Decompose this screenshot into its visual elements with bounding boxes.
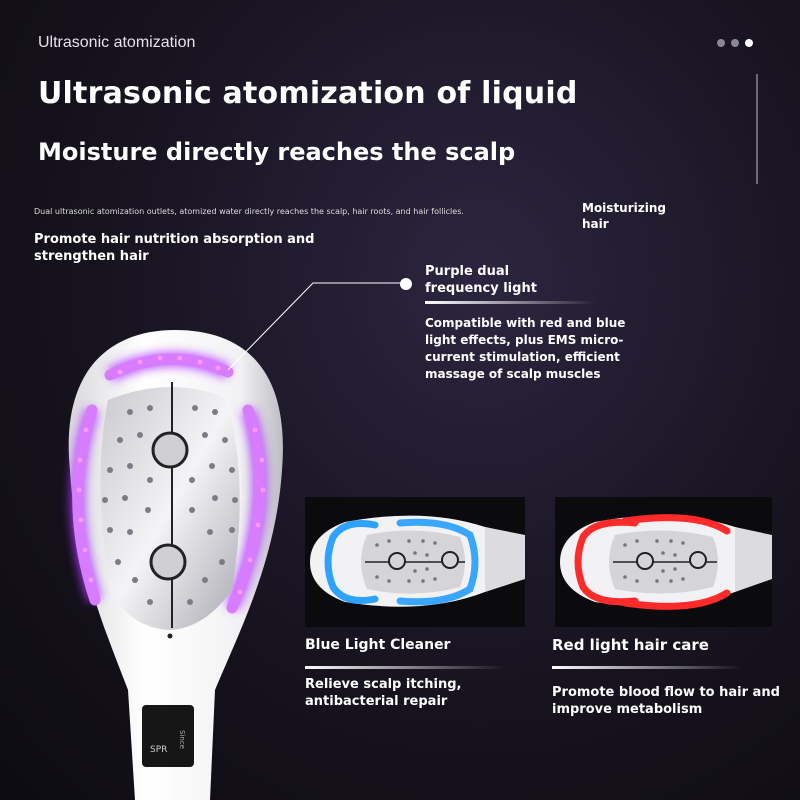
- atomization-description: Dual ultrasonic atomization outlets, ato…: [34, 207, 464, 216]
- display-label: SPR: [150, 745, 167, 755]
- red-brush-illustration: [560, 514, 772, 610]
- page-subtitle: Moisture directly reaches the scalp: [38, 138, 516, 166]
- blue-brush-illustration: [310, 515, 525, 607]
- display-side-text: Since: [178, 730, 186, 749]
- blue-light-title: Blue Light Cleaner: [305, 637, 451, 653]
- blue-light-underline: [305, 666, 505, 669]
- callout-dot: [400, 278, 412, 290]
- page-dot-active[interactable]: [745, 39, 753, 47]
- red-light-underline: [552, 666, 742, 669]
- page-title: Ultrasonic atomization of liquid: [38, 76, 578, 111]
- page-indicator[interactable]: [717, 39, 753, 47]
- device-display: [142, 705, 194, 767]
- promote-text: Promote hair nutrition absorption and st…: [34, 232, 315, 264]
- purple-light-description: Compatible with red and blue light effec…: [425, 316, 626, 381]
- purple-light-title: Purple dual frequency light: [425, 264, 537, 296]
- purple-light-underline: [425, 301, 595, 304]
- moisturizing-label: Moisturizing hair: [582, 201, 666, 231]
- red-light-image: [555, 497, 772, 627]
- vertical-divider: [756, 74, 758, 184]
- blue-light-image: [305, 497, 525, 627]
- callout-line: [227, 282, 403, 371]
- atomization-outlet-top: [151, 431, 189, 469]
- scalp-plate: [100, 386, 240, 630]
- page-dot[interactable]: [731, 39, 739, 47]
- section-kicker: Ultrasonic atomization: [38, 34, 196, 51]
- red-light-description: Promote blood flow to hair and improve m…: [552, 685, 780, 717]
- blue-light-description: Relieve scalp itching, antibacterial rep…: [305, 677, 462, 709]
- red-light-title: Red light hair care: [552, 636, 709, 654]
- atomization-outlet-bottom: [149, 543, 187, 581]
- purple-light-strip-top: [104, 353, 234, 381]
- page-dot[interactable]: [717, 39, 725, 47]
